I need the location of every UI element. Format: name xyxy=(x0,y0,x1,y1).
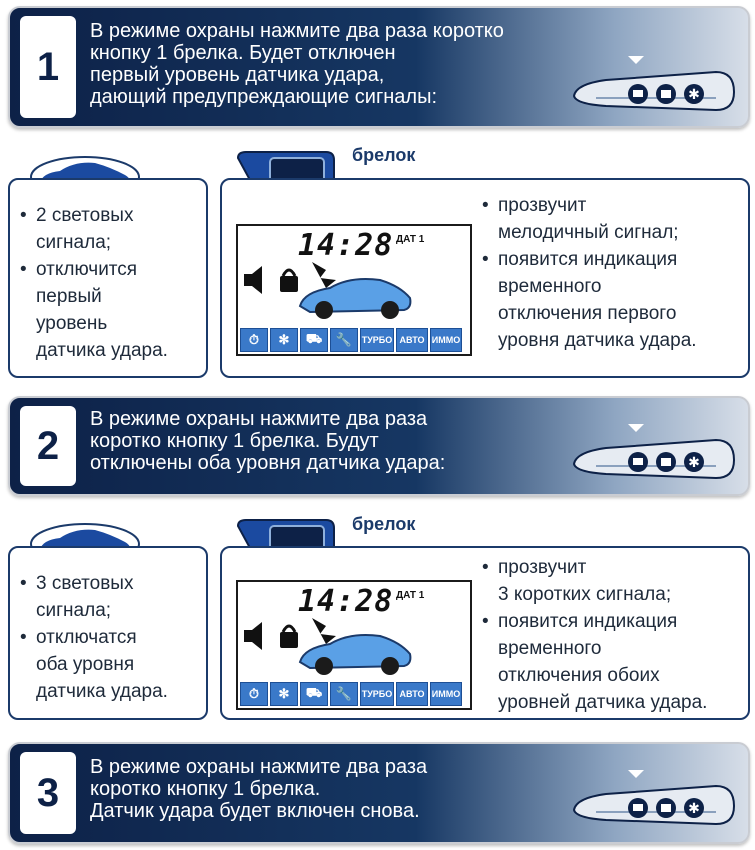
list-item: появится индикация временного отключения… xyxy=(476,246,742,354)
fob-response-panel: 14:28 ДАТ 1 ⏱ ✻ ⛟ 🔧 ТУРБО АВТО ИММО проз… xyxy=(220,546,750,720)
step-number: 3 xyxy=(36,770,60,815)
key-fob-icon: ✱ xyxy=(572,56,736,112)
step-text: В режиме охраны нажмите два раза коротко… xyxy=(90,408,446,474)
step-number: 2 xyxy=(36,423,60,468)
step-number-box: 3 xyxy=(20,752,76,834)
auto-badge: АВТО xyxy=(396,328,428,352)
clock-icon: ⏱ xyxy=(240,682,268,706)
step-number: 1 xyxy=(36,44,60,89)
key-fob-icon: ✱ xyxy=(572,424,736,480)
step-1-banner: 1 В режиме охраны нажмите два раза корот… xyxy=(8,6,750,128)
turbo-badge: ТУРБО xyxy=(360,682,394,706)
step-2-banner: 2 В режиме охраны нажмите два раза корот… xyxy=(8,396,750,496)
fan-icon: ✻ xyxy=(270,328,298,352)
lcd-time: 14:28 xyxy=(298,584,394,619)
step-text: В режиме охраны нажмите два раза коротко… xyxy=(90,20,504,108)
fob-lcd-screen: 14:28 ДАТ 1 ⏱ ✻ ⛟ 🔧 ТУРБО АВТО ИММО xyxy=(236,224,472,356)
list-item: прозвучит мелодичный сигнал; xyxy=(476,192,742,246)
lcd-icon-row: ⏱ ✻ ⛟ 🔧 ТУРБО АВТО ИММО xyxy=(240,328,462,352)
fob-label: брелок xyxy=(352,145,416,165)
fob-response-panel: 14:28 ДАТ 1 ⏱ ✻ ⛟ 🔧 ТУРБО АВТО ИММО проз… xyxy=(220,178,750,378)
wrench-icon: 🔧 xyxy=(330,328,358,352)
fob-label: брелок xyxy=(352,514,416,534)
list-item: отключится первый уровень датчика удара. xyxy=(14,256,198,364)
list-item: прозвучит 3 коротких сигнала; xyxy=(476,554,742,608)
engine-icon: ⛟ xyxy=(300,328,328,352)
car-signals-panel: 3 световых сигнала; отключатся оба уровн… xyxy=(8,546,208,720)
step-text: В режиме охраны нажмите два раза коротко… xyxy=(90,756,428,822)
wrench-icon: 🔧 xyxy=(330,682,358,706)
list-item: появится индикация временного отключения… xyxy=(476,608,742,716)
lcd-time: 14:28 xyxy=(298,228,394,263)
lcd-car-graphic xyxy=(244,262,412,319)
lcd-icon-row: ⏱ ✻ ⛟ 🔧 ТУРБО АВТО ИММО xyxy=(240,682,462,706)
immo-badge: ИММО xyxy=(430,682,462,706)
clock-icon: ⏱ xyxy=(240,328,268,352)
auto-badge: АВТО xyxy=(396,682,428,706)
key-fob-icon: ✱ xyxy=(572,770,736,826)
list-item: 3 световых сигнала; xyxy=(14,570,198,624)
fob-lcd-screen: 14:28 ДАТ 1 ⏱ ✻ ⛟ 🔧 ТУРБО АВТО ИММО xyxy=(236,580,472,710)
immo-badge: ИММО xyxy=(430,328,462,352)
svg-text:✱: ✱ xyxy=(688,454,700,470)
step-3-banner: 3 В режиме охраны нажмите два раза корот… xyxy=(8,742,750,844)
svg-text:✱: ✱ xyxy=(688,800,700,816)
list-item: отключатся оба уровня датчика удара. xyxy=(14,624,198,705)
svg-text:✱: ✱ xyxy=(688,86,700,102)
engine-icon: ⛟ xyxy=(300,682,328,706)
lcd-sensor-label: ДАТ 1 xyxy=(396,234,425,245)
turbo-badge: ТУРБО xyxy=(360,328,394,352)
lcd-car-graphic xyxy=(244,618,412,675)
fan-icon: ✻ xyxy=(270,682,298,706)
list-item: 2 световых сигнала; xyxy=(14,202,198,256)
car-signals-panel: 2 световых сигнала; отключится первый ур… xyxy=(8,178,208,378)
step-number-box: 2 xyxy=(20,406,76,486)
lcd-sensor-label: ДАТ 1 xyxy=(396,590,425,601)
step-number-box: 1 xyxy=(20,16,76,118)
